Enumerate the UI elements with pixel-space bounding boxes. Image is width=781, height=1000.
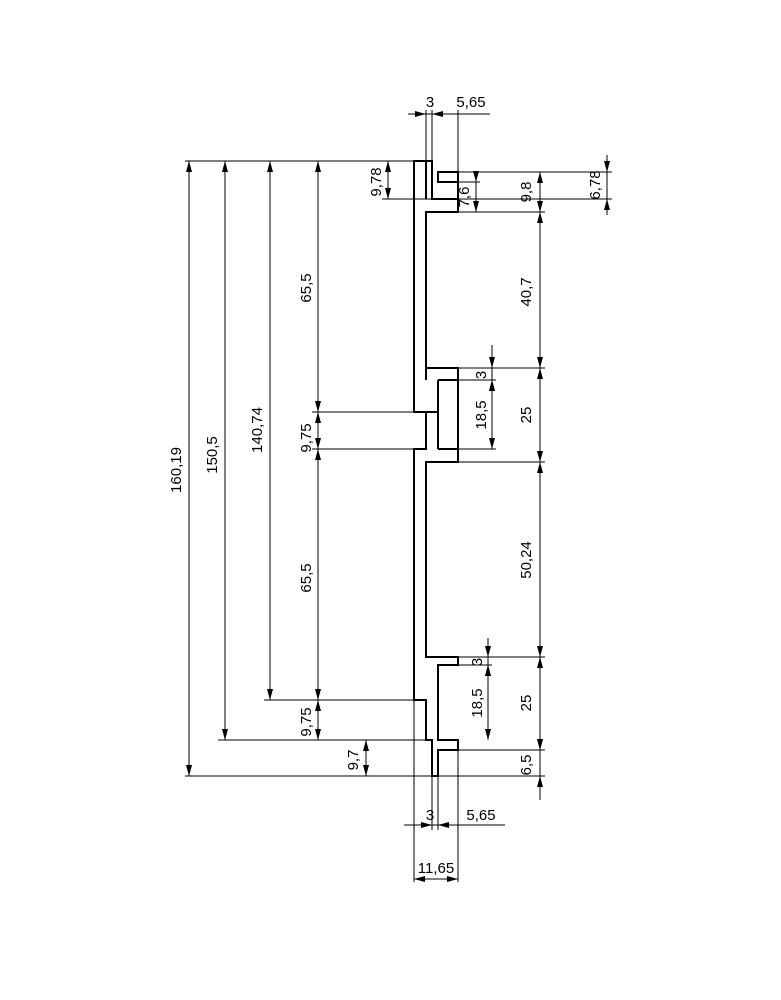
label-lower-land: 9,75 xyxy=(298,707,315,736)
profile-inner-line xyxy=(425,161,458,450)
dim-lower-tooth-height: 18,5 xyxy=(469,665,491,740)
label-total-width: 11,65 xyxy=(418,860,454,877)
dim-overall-160: 160,19 xyxy=(168,160,432,777)
label-overall-140: 140,74 xyxy=(249,407,266,453)
label-top-web: 3 xyxy=(426,94,434,111)
label-lower-tooth-height: 18,5 xyxy=(469,688,486,717)
dim-top-web: 3 5,65 xyxy=(408,94,490,172)
dim-right-lower-gap: 50,24 xyxy=(458,462,545,658)
dim-upper-land: 9,75 xyxy=(298,412,414,453)
dim-overall-150: 150,5 xyxy=(204,161,426,741)
dim-overall-140: 140,74 xyxy=(249,161,414,701)
dim-bottom-step: 9,7 xyxy=(345,740,369,776)
profile-outline xyxy=(413,160,459,777)
dim-upper-span: 65,5 xyxy=(298,161,414,413)
dim-bottom-web: 3 5,65 xyxy=(404,700,505,882)
label-lower-tooth-offset: 3 xyxy=(469,658,486,666)
dim-total-width: 11,65 xyxy=(414,860,458,882)
label-upper-tooth-height: 18,5 xyxy=(473,400,490,429)
dim-top-step: 9,78 xyxy=(368,161,432,200)
label-bottom-right-step: 6,5 xyxy=(518,755,535,776)
label-lower-span: 65,5 xyxy=(298,563,315,592)
label-top-slot: 7,6 xyxy=(456,187,473,208)
label-bottom-step: 9,7 xyxy=(345,750,362,771)
label-bottom-web: 3 xyxy=(426,807,434,824)
dim-upper-tooth-pitch: 25 xyxy=(458,368,545,463)
dim-lower-span: 65,5 xyxy=(298,449,321,700)
label-upper-land: 9,75 xyxy=(298,423,315,452)
dim-lower-land: 9,75 xyxy=(298,700,321,740)
label-overall-150: 150,5 xyxy=(204,436,221,474)
label-top-right-step: 9,8 xyxy=(518,182,535,203)
dim-upper-tooth-height: 18,5 xyxy=(458,380,496,450)
label-upper-tooth-pitch: 25 xyxy=(518,407,535,424)
label-top-flange: 5,65 xyxy=(456,94,485,111)
dim-top-slot: 7,6 xyxy=(456,171,480,213)
label-upper-span: 65,5 xyxy=(298,273,315,302)
label-upper-tooth-offset: 3 xyxy=(473,371,490,379)
label-right-lower-gap: 50,24 xyxy=(518,541,535,579)
label-top-right-offset: 6,78 xyxy=(587,170,604,199)
dim-top-right-step: 9,8 xyxy=(458,171,612,213)
label-right-upper-gap: 40,7 xyxy=(518,277,535,306)
dim-top-right-offset: 6,78 xyxy=(587,155,610,215)
dim-right-upper-gap: 40,7 xyxy=(458,212,545,369)
label-bottom-flange: 5,65 xyxy=(466,807,495,824)
label-top-step: 9,78 xyxy=(368,167,385,196)
dim-bottom-right-step: 6,5 xyxy=(438,735,545,800)
label-lower-tooth-pitch: 25 xyxy=(518,695,535,712)
label-overall-160: 160,19 xyxy=(168,447,185,493)
